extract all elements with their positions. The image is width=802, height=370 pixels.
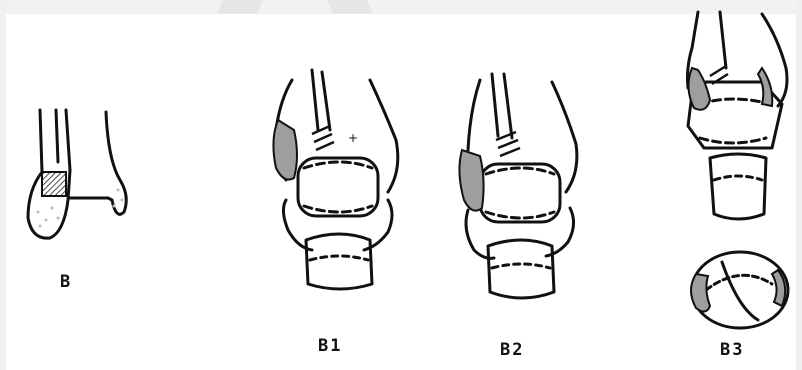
figure-b1-caption: B1 bbox=[318, 336, 342, 356]
top-wedge-right bbox=[327, 0, 374, 14]
figure-b3-drawing bbox=[662, 8, 797, 343]
figure-b2-caption: B2 bbox=[500, 340, 524, 360]
figure-b-caption: B bbox=[60, 272, 72, 292]
top-wedge-left bbox=[217, 0, 264, 14]
figure-b-drawing bbox=[20, 100, 150, 250]
figure-b2-drawing bbox=[440, 60, 590, 310]
figure-b3-caption: B3 bbox=[720, 340, 744, 360]
left-border bbox=[0, 0, 6, 370]
svg-text:+: + bbox=[348, 131, 358, 145]
figure-b1-drawing: + bbox=[260, 60, 410, 300]
